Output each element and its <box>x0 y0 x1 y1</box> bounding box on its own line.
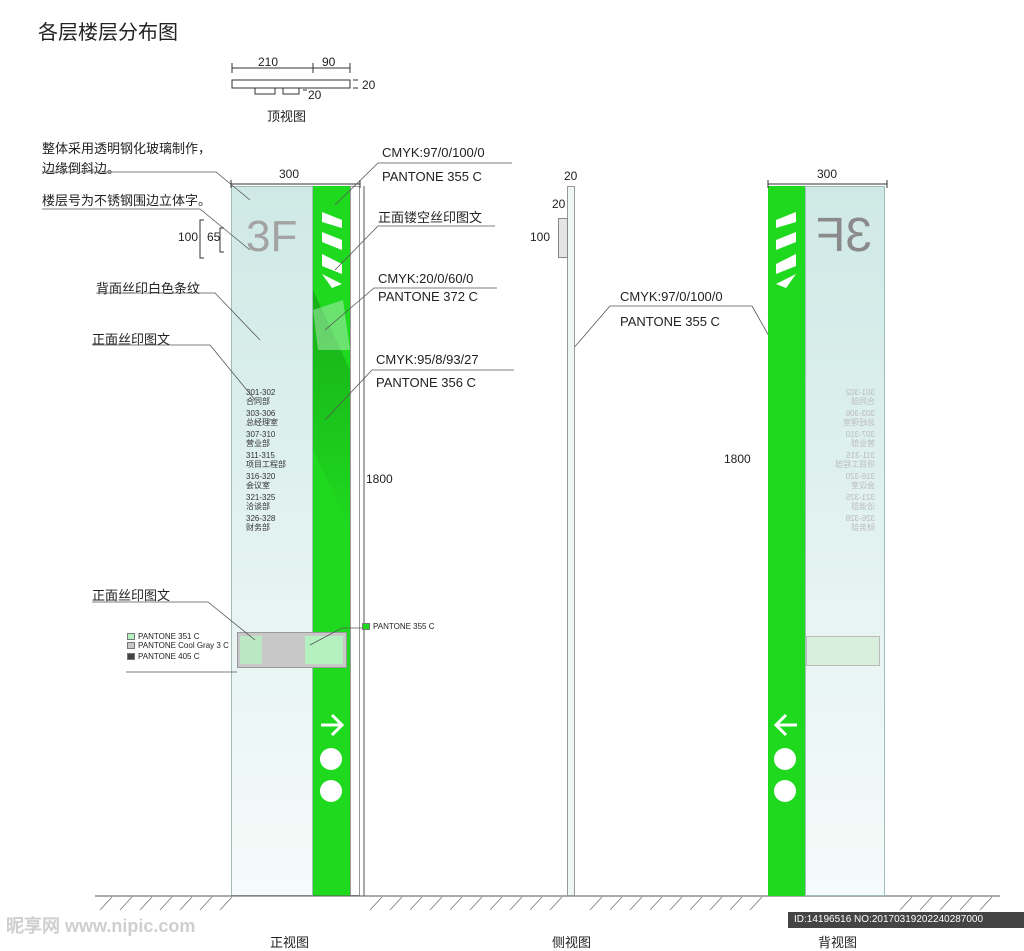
front-dim-1800: 1800 <box>366 472 393 486</box>
front-glass-panel <box>231 186 313 896</box>
back-dim-1800: 1800 <box>724 452 751 466</box>
back-restroom-icon <box>774 748 796 770</box>
legend-swatch <box>127 633 135 640</box>
top-dim-90: 90 <box>322 55 336 69</box>
legend-item: PANTONE 351 C <box>127 632 229 641</box>
note-stripe: 背面丝印白色条纹 <box>96 281 201 296</box>
page-title: 各层楼层分布图 <box>38 22 178 44</box>
callout-pantone-372: PANTONE 372 C <box>378 289 478 304</box>
back-arrow-left-icon <box>773 713 797 737</box>
note-floor-number: 楼层号为不锈钢围边立体字。 <box>42 193 212 208</box>
side-dim-20b: 20 <box>552 197 566 211</box>
front-stairs-icon <box>320 780 342 802</box>
legend-item: PANTONE Cool Gray 3 C <box>127 641 229 650</box>
legend-swatch <box>362 623 370 630</box>
legend-right: PANTONE 355 C <box>362 622 435 631</box>
front-height-line <box>363 186 365 896</box>
watermark-id: ID:14196516 NO:20170319202240287000 <box>788 912 1024 928</box>
back-green-stripe <box>768 186 805 896</box>
callout-pantone-355: PANTONE 355 C <box>382 169 482 184</box>
side-floor-number <box>558 218 568 258</box>
front-dim-300: 300 <box>279 167 300 181</box>
note-glass-2: 边缘倒斜边。 <box>42 161 121 176</box>
back-width-line <box>767 180 888 188</box>
front-dim-100: 100 <box>178 230 199 244</box>
note-print-2: 正面丝印图文 <box>92 588 171 603</box>
back-dim-300: 300 <box>817 167 838 181</box>
side-dim-20: 20 <box>564 169 578 183</box>
front-logo-icon <box>322 212 342 288</box>
callout-hollow-print: 正面镂空丝印图文 <box>378 210 483 225</box>
front-floor-plan-room <box>240 636 262 664</box>
back-stairs-icon <box>774 780 796 802</box>
legend-swatch <box>127 642 135 649</box>
callout-cmyk-356: CMYK:95/8/93/27 <box>376 352 479 367</box>
front-floor-plan-green <box>305 636 343 664</box>
top-dim-20b: 20 <box>308 88 322 102</box>
legend-swatch <box>127 653 135 660</box>
watermark-logo: 昵享网 www.nipic.com <box>6 916 196 936</box>
top-dim-210: 210 <box>258 55 279 69</box>
side-panel <box>567 186 575 896</box>
callout-cmyk-372: CMYK:20/0/60/0 <box>378 271 474 286</box>
front-floor-number: 3F <box>246 212 298 261</box>
back-floor-plan <box>806 636 880 666</box>
top-view-drawing <box>231 63 358 95</box>
side-dim-100: 100 <box>530 230 551 244</box>
top-view-label: 顶视图 <box>267 109 307 124</box>
front-width-line <box>230 180 361 188</box>
front-dim-bracket <box>199 219 224 259</box>
back-callout-pantone: PANTONE 355 C <box>620 314 720 329</box>
note-glass: 整体采用透明钢化玻璃制作， <box>42 141 212 156</box>
front-arrow-right-icon <box>321 713 345 737</box>
callout-cmyk-355: CMYK:97/0/100/0 <box>382 145 485 160</box>
color-legend: PANTONE 351 C PANTONE Cool Gray 3 C PANT… <box>127 632 229 661</box>
note-print-1: 正面丝印图文 <box>92 332 171 347</box>
back-logo-icon <box>776 212 796 288</box>
top-dim-20a: 20 <box>362 78 376 92</box>
legend-item: PANTONE 405 C <box>127 652 229 661</box>
front-green-gradient <box>313 290 350 530</box>
back-floor-number: 3F <box>816 209 873 262</box>
back-glass-panel <box>805 186 885 896</box>
back-callout-cmyk: CMYK:97/0/100/0 <box>620 289 723 304</box>
front-restroom-icon <box>320 748 342 770</box>
callout-pantone-356: PANTONE 356 C <box>376 375 476 390</box>
